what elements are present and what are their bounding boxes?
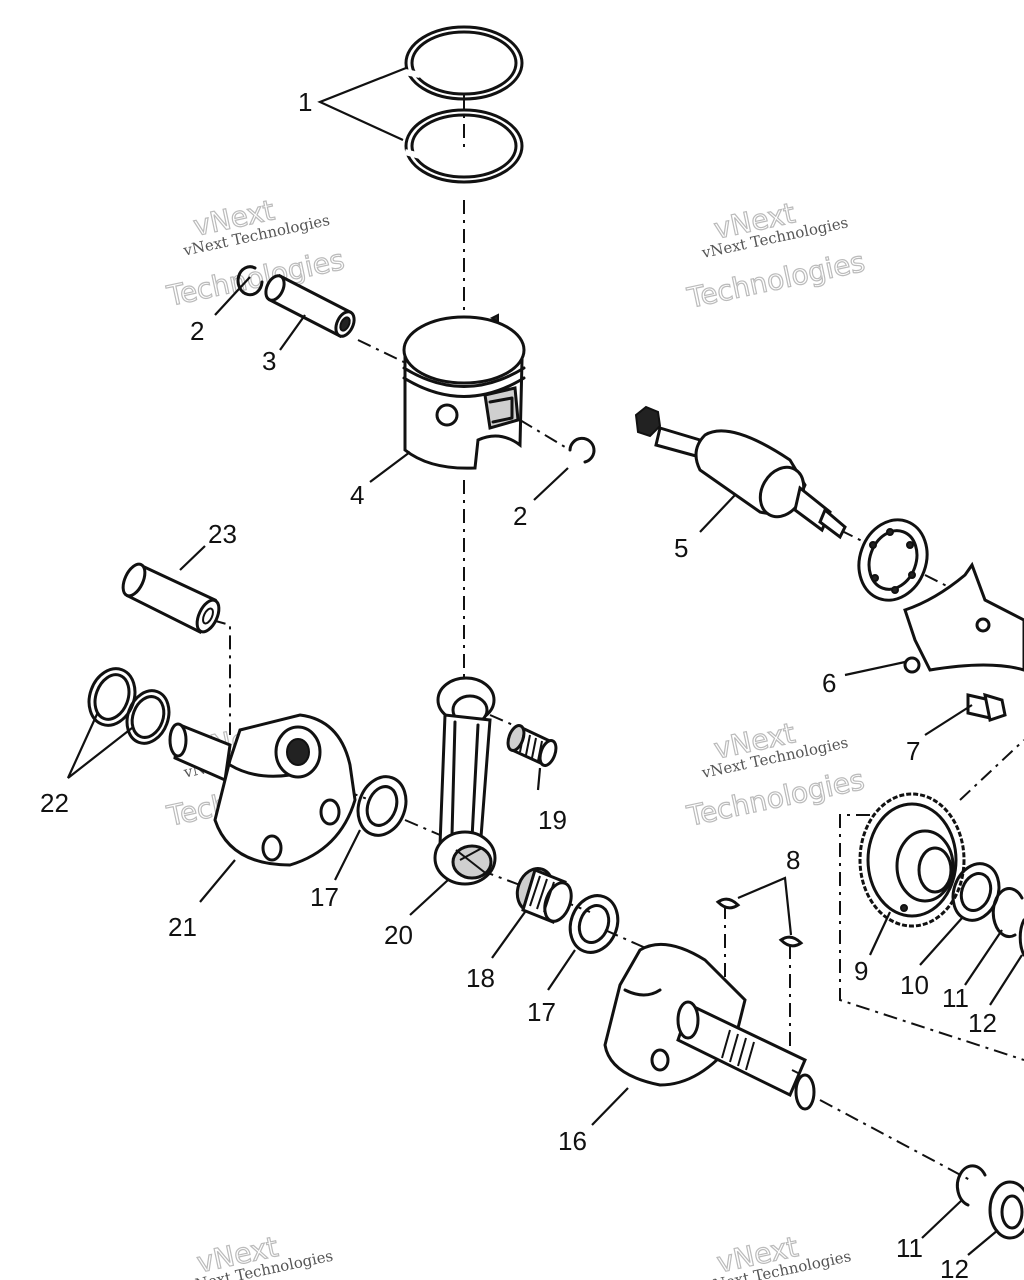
callout-19: 19 <box>538 805 567 835</box>
callout-7: 7 <box>906 736 920 766</box>
leader-lines <box>66 66 1023 1256</box>
watermark-bottom-right: vNext vNext Technologies <box>702 1230 852 1280</box>
watermark-top-right: vNext vNext Technologies Technologies <box>683 196 868 316</box>
callout-18: 18 <box>466 963 495 993</box>
circlip-upper <box>991 887 1024 939</box>
callout-2: 2 <box>190 316 204 346</box>
thrust-washer-right <box>568 894 620 954</box>
wrist-pin <box>264 273 356 339</box>
callout-23: 23 <box>208 519 237 549</box>
wrist-pin-clip-right <box>568 436 596 464</box>
callout-17-left: 17 <box>310 882 339 912</box>
callout-3: 3 <box>262 346 276 376</box>
crank-pin <box>121 562 221 635</box>
callout-numbers: 1 2 3 4 2 23 5 6 7 22 21 17 20 19 18 17 … <box>40 87 997 1280</box>
piston <box>402 313 526 470</box>
crank-seals <box>87 667 171 745</box>
pump-shaft <box>634 405 847 540</box>
seal-lower <box>988 1180 1024 1240</box>
callout-12-lower: 12 <box>940 1254 969 1280</box>
callout-5: 5 <box>674 533 688 563</box>
crankshaft-left-half <box>168 713 357 867</box>
callout-4: 4 <box>350 480 364 510</box>
callout-17-right: 17 <box>527 997 556 1027</box>
callout-1: 1 <box>298 87 312 117</box>
connecting-rod <box>433 676 497 886</box>
callout-16: 16 <box>558 1126 587 1156</box>
callout-6: 6 <box>822 668 836 698</box>
callout-11-lower: 11 <box>896 1233 923 1263</box>
big-end-bearing <box>515 867 573 925</box>
callout-9: 9 <box>854 956 868 986</box>
thrust-washer-left <box>356 775 408 837</box>
callout-22: 22 <box>40 788 69 818</box>
callout-10: 10 <box>900 970 929 1000</box>
seal-upper <box>1018 918 1024 957</box>
drive-gear <box>858 792 966 928</box>
callout-8: 8 <box>786 845 800 875</box>
watermark-bottom-left: vNext vNext Technologies <box>184 1230 334 1280</box>
crankshaft-right-half <box>603 942 816 1111</box>
woodruff-keys <box>715 897 804 948</box>
callout-21: 21 <box>168 912 197 942</box>
small-end-bearing <box>506 724 558 768</box>
bearing-retainer-plate <box>903 561 1024 674</box>
callout-20: 20 <box>384 920 413 950</box>
circlip-lower <box>955 1164 987 1207</box>
piston-rings <box>404 25 524 184</box>
ball-bearing <box>857 518 929 602</box>
callout-2-right: 2 <box>513 501 527 531</box>
callout-11: 11 <box>942 983 969 1013</box>
retainer-bolt <box>966 692 1007 722</box>
watermark-middle-right: vNext vNext Technologies Technologies <box>683 716 868 834</box>
callout-12: 12 <box>968 1008 997 1038</box>
